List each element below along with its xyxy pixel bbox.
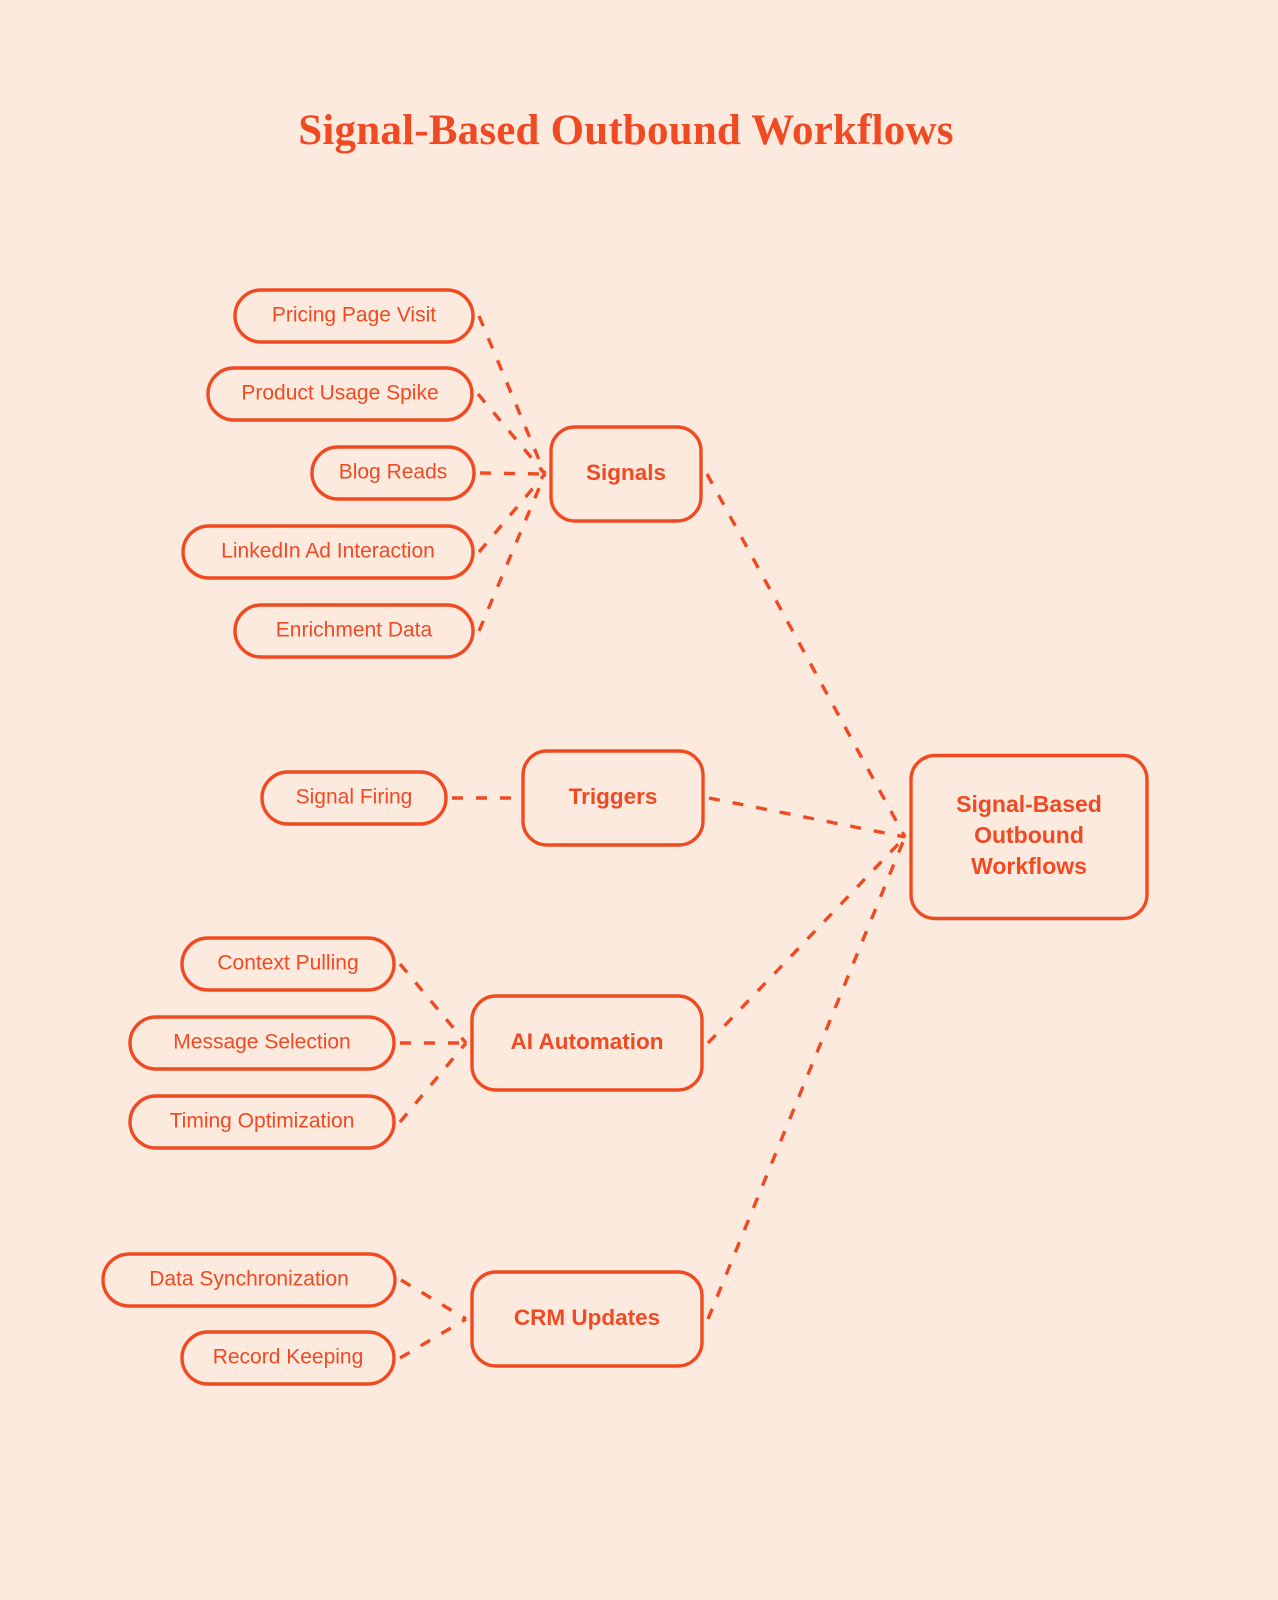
leaf-node-signal-firing[interactable]: Signal Firing: [260, 770, 448, 826]
branch-node-shape: [470, 994, 704, 1092]
leaf-node-label: Enrichment Data: [276, 619, 433, 642]
connector-root-triggers: [708, 796, 906, 839]
connectors-layer: [398, 315, 907, 1360]
leaf-node-message-selection[interactable]: Message Selection: [128, 1015, 396, 1071]
leaf-node-shape: [128, 1015, 396, 1071]
leaf-node-label: Record Keeping: [213, 1346, 364, 1369]
leaf-node-shape: [128, 1094, 396, 1150]
connector-root-crm-updates: [706, 836, 907, 1320]
connector-signals-leaf-2: [479, 471, 546, 476]
leaf-node-linkedin-ad-interaction[interactable]: LinkedIn Ad Interaction: [181, 524, 475, 580]
root-node-label: Outbound: [974, 822, 1084, 848]
leaf-node-shape: [206, 366, 474, 422]
branch-node-ai-automation[interactable]: AI Automation: [470, 994, 704, 1092]
leaf-node-shape: [310, 445, 476, 501]
branch-node-label: Signals: [586, 460, 666, 485]
leaf-node-label: Data Synchronization: [149, 1268, 349, 1291]
leaf-node-shape: [233, 288, 475, 344]
leaf-node-record-keeping[interactable]: Record Keeping: [180, 1330, 396, 1386]
connector-ai-automation-leaf-2: [398, 1041, 468, 1124]
branch-node-shape: [549, 425, 703, 523]
connector-signals-leaf-1: [476, 392, 547, 476]
leaf-node-label: Blog Reads: [339, 461, 448, 484]
branch-node-signals[interactable]: Signals: [549, 425, 703, 523]
leaf-node-context-pulling[interactable]: Context Pulling: [180, 936, 396, 992]
leaf-node-shape: [233, 603, 475, 659]
connector-root-signals: [705, 473, 907, 838]
leaf-node-timing-optimization[interactable]: Timing Optimization: [128, 1094, 396, 1150]
branch-node-label: CRM Updates: [514, 1305, 660, 1330]
connector-ai-automation-leaf-0: [398, 962, 468, 1045]
leaf-node-label: Product Usage Spike: [241, 382, 438, 405]
leaf-node-label: Context Pulling: [217, 952, 358, 975]
root-node-label: Workflows: [971, 853, 1087, 879]
leaf-node-shape: [180, 1330, 396, 1386]
leaf-node-shape: [180, 936, 396, 992]
leaf-node-pricing-page-visit[interactable]: Pricing Page Visit: [233, 288, 475, 344]
page-title: Signal-Based Outbound Workflows: [298, 107, 953, 154]
branch-node-triggers[interactable]: Triggers: [521, 749, 705, 847]
leaf-node-product-usage-spike[interactable]: Product Usage Spike: [206, 366, 474, 422]
leaf-node-shape: [101, 1252, 397, 1308]
leaf-node-shape: [260, 770, 448, 826]
branch-node-crm-updates[interactable]: CRM Updates: [470, 1270, 704, 1368]
leaf-node-label: Signal Firing: [296, 786, 413, 809]
root-node-shape: [909, 753, 1149, 921]
leaf-node-label: Timing Optimization: [170, 1110, 355, 1133]
branch-node-label: AI Automation: [511, 1029, 664, 1054]
connector-crm-updates-leaf-1: [399, 1317, 467, 1360]
leaf-node-label: LinkedIn Ad Interaction: [221, 540, 435, 563]
root-node-label: Signal-Based: [956, 791, 1102, 817]
connector-root-ai-automation: [706, 835, 907, 1045]
leaf-node-enrichment-data[interactable]: Enrichment Data: [233, 603, 475, 659]
leaf-node-label: Pricing Page Visit: [272, 304, 436, 327]
leaf-node-label: Message Selection: [173, 1031, 350, 1054]
leaf-node-blog-reads[interactable]: Blog Reads: [310, 445, 476, 501]
branch-node-shape: [470, 1270, 704, 1368]
connector-signals-leaf-3: [477, 472, 547, 554]
leaf-node-shape: [181, 524, 475, 580]
connector-crm-updates-leaf-0: [400, 1278, 467, 1321]
branch-node-shape: [521, 749, 705, 847]
connector-signals-leaf-4: [477, 473, 547, 632]
connector-signals-leaf-0: [477, 315, 547, 475]
leaf-node-data-synchronization[interactable]: Data Synchronization: [101, 1252, 397, 1308]
branch-node-label: Triggers: [569, 784, 658, 809]
